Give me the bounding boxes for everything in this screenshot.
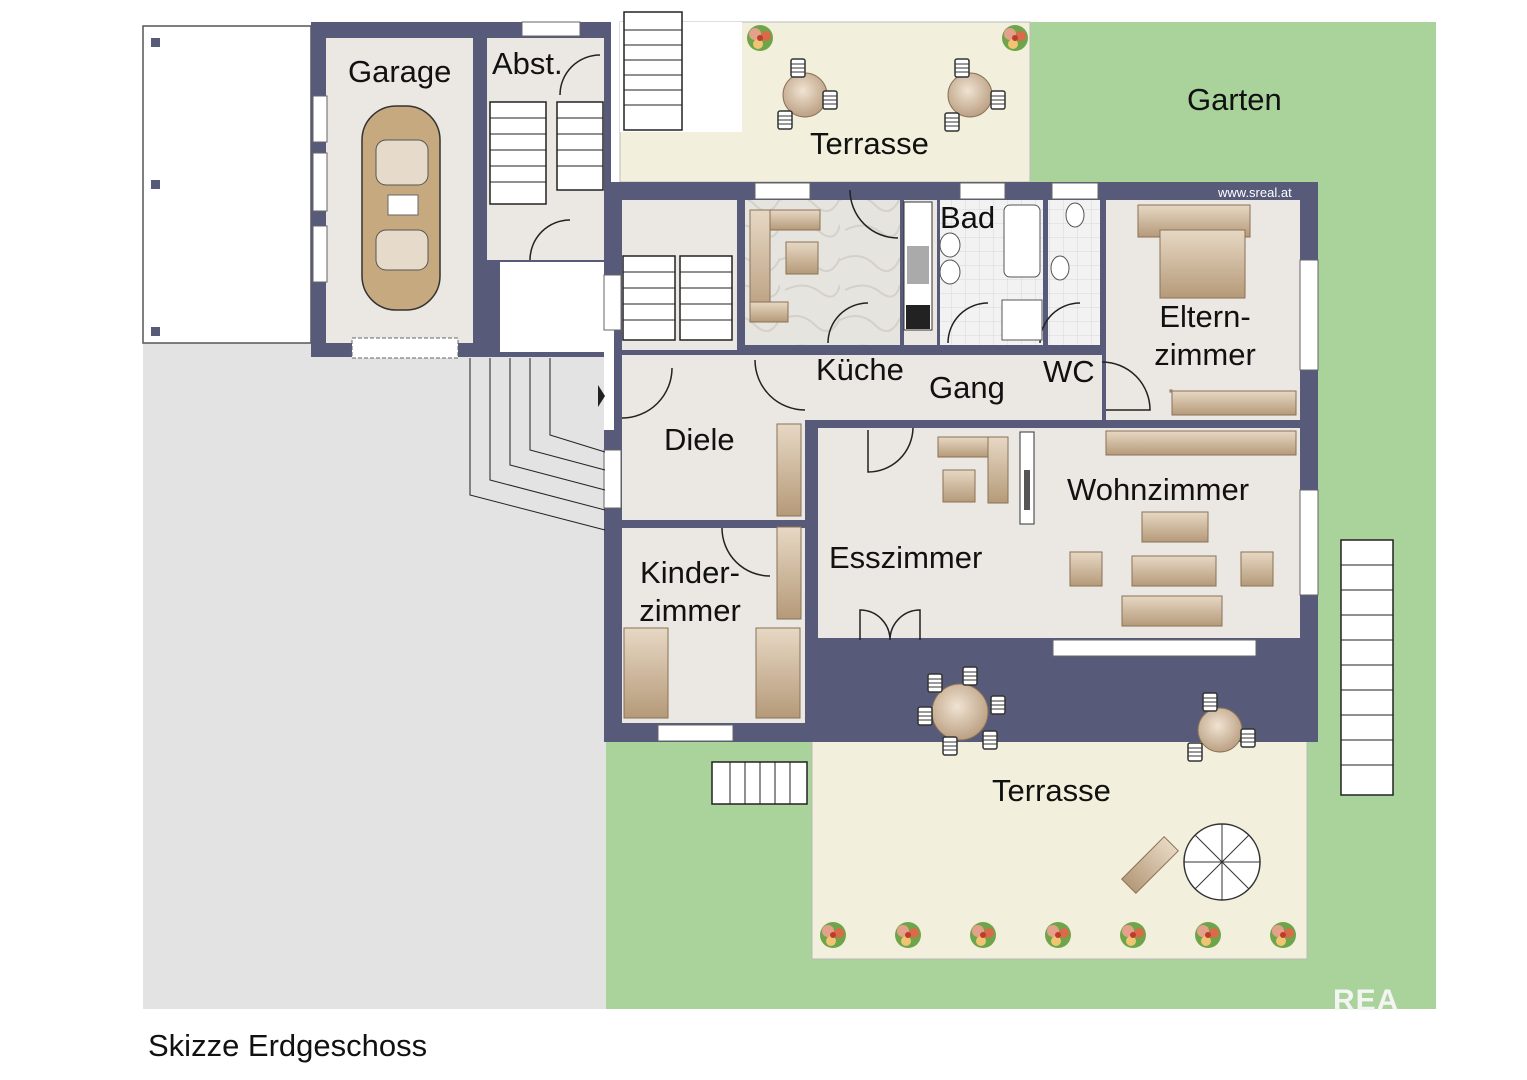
room-label-garage: Garage	[348, 54, 452, 89]
room-label-gang: Gang	[929, 370, 1005, 405]
room-label-wc: WC	[1043, 354, 1095, 389]
kinder-line-1: Kinder-	[640, 555, 740, 590]
table-top-left	[777, 58, 838, 130]
paved-area	[143, 343, 606, 1009]
car	[361, 105, 441, 311]
plan-caption: Skizze Erdgeschoss	[148, 1028, 428, 1063]
table-bottom-right	[1187, 692, 1256, 762]
room-label-terrasse-top: Terrasse	[810, 126, 929, 161]
website-label: www.sreal.at	[1218, 185, 1292, 200]
room-label-kueche: Küche	[816, 352, 904, 387]
table-top-right	[944, 58, 1006, 132]
room-label-bad: Bad	[940, 200, 996, 235]
room-label-kinderzimmer: Kinder- zimmer	[627, 554, 753, 630]
room-label-terrasse-bottom: Terrasse	[992, 773, 1111, 808]
room-label-elternzimmer: Eltern- zimmer	[1143, 298, 1267, 374]
eltern-line-2: zimmer	[1154, 337, 1256, 372]
eltern-line-1: Eltern-	[1159, 299, 1251, 334]
sreal-logo: REA	[1333, 984, 1400, 1017]
room-label-garten: Garten	[1187, 82, 1282, 117]
carport	[142, 25, 312, 344]
room-label-esszimmer: Esszimmer	[829, 540, 983, 575]
kinder-line-2: zimmer	[639, 593, 741, 628]
room-label-wohnzimmer: Wohnzimmer	[1067, 472, 1250, 507]
parasol	[1121, 823, 1261, 901]
room-label-diele: Diele	[664, 422, 735, 457]
table-bottom-left	[917, 666, 1006, 756]
room-label-abst: Abst.	[492, 46, 563, 81]
